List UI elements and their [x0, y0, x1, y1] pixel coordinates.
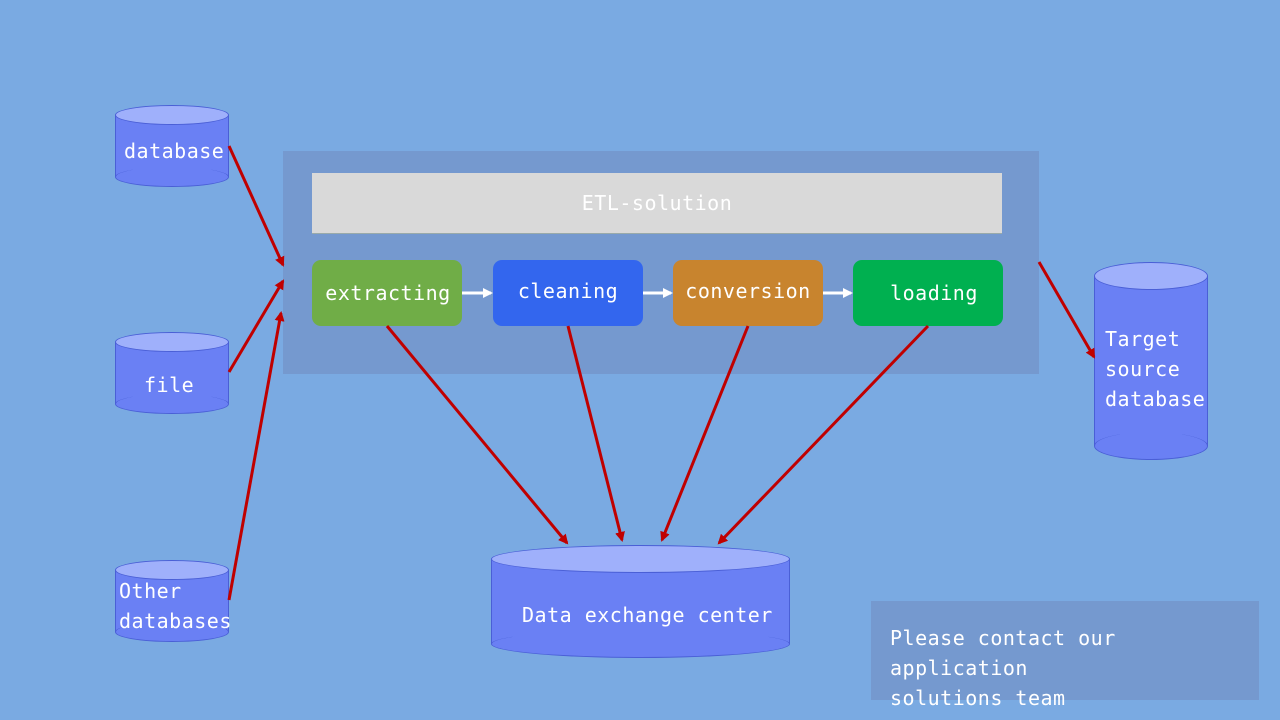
step-conversion[interactable]: conversion [673, 260, 823, 326]
etl-solution-title: ETL-solution [312, 173, 1002, 234]
arrow-extracting-to-center [385, 325, 569, 545]
step-loading[interactable]: loading [853, 260, 1003, 326]
data-exchange-center-label: Data exchange center [522, 603, 773, 627]
arrow-loading-to-center [717, 324, 930, 545]
step-extracting-label: extracting [325, 281, 451, 305]
other-databases-label: Other databases [119, 579, 232, 633]
arrow-conversion-to-center [660, 325, 750, 542]
arrow-etl-to-target [1037, 261, 1096, 359]
contact-note: Please contact our application solutions… [871, 601, 1259, 710]
database-label: database [124, 139, 225, 163]
arrow-file-to-etl [227, 279, 285, 373]
target-source-database-cylinder: Target source database [1094, 262, 1208, 460]
step-loading-label: loading [890, 281, 978, 305]
other-databases-cylinder: Other databases [115, 560, 232, 642]
arrow-cleaning-to-center [566, 325, 625, 542]
step-cleaning[interactable]: cleaning [493, 260, 643, 326]
data-exchange-center-cylinder: Data exchange center [491, 545, 790, 658]
step-cleaning-label: cleaning [517, 279, 619, 303]
file-label: file [144, 373, 195, 397]
arrow-other-databases-to-etl [227, 311, 285, 601]
database-cylinder: database [115, 105, 229, 187]
file-cylinder: file [115, 332, 229, 414]
step-conversion-label: conversion [685, 279, 811, 303]
step-extracting[interactable]: extracting [312, 260, 462, 326]
arrow-database-to-etl [227, 145, 285, 267]
target-source-database-label: Target source database [1105, 327, 1206, 411]
